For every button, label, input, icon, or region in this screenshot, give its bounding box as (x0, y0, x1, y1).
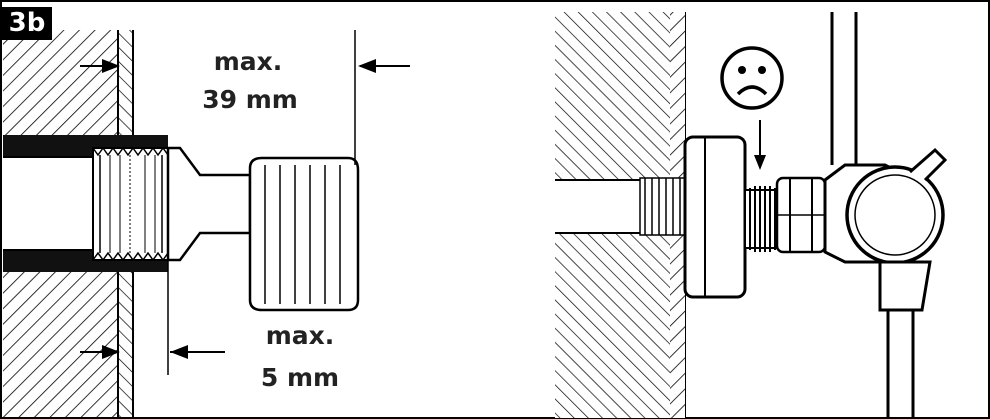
dimension-5mm (80, 260, 225, 375)
exposed-thread (744, 186, 778, 252)
right-panel (555, 12, 948, 418)
wall-thread (639, 177, 686, 236)
vertical-pipe (830, 12, 915, 418)
cover-rosette (683, 135, 747, 299)
top-dimension-line1: max. (213, 47, 283, 76)
wall-section-left (3, 30, 134, 417)
left-panel (3, 30, 410, 417)
union-nut (248, 156, 360, 312)
bottom-dimension-line1: max. (265, 321, 335, 350)
figure-badge: 3b (2, 7, 52, 40)
threaded-connector (92, 146, 169, 262)
top-dimension-line2: 39 mm (202, 85, 298, 114)
arrow-down-icon (754, 120, 766, 170)
adapter-body (166, 146, 252, 262)
bottom-dimension-line2: 5 mm (260, 363, 340, 392)
wall-section-right (555, 12, 686, 418)
angle-valve (823, 147, 948, 312)
sad-face-icon (720, 46, 784, 110)
valve-nut (775, 176, 827, 254)
dimension-39mm (80, 30, 410, 165)
